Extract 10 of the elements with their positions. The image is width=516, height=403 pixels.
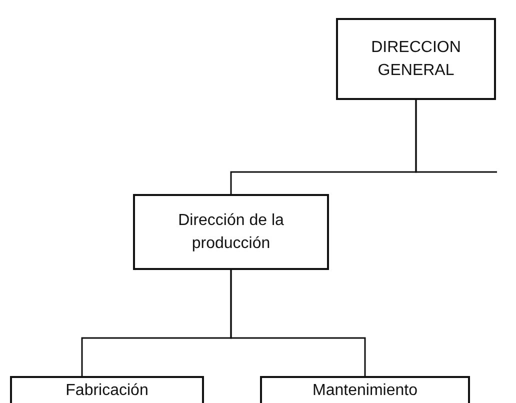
org-box	[336, 18, 496, 100]
org-box	[133, 194, 329, 270]
box-label: DIRECCION GENERAL	[370, 38, 462, 81]
box-label: Fabricación	[66, 381, 148, 400]
box-label: Dirección de la producción	[177, 210, 285, 254]
connector-line	[230, 270, 366, 376]
org-box	[260, 376, 470, 403]
org-box	[10, 376, 204, 403]
connector-line	[415, 100, 497, 173]
box-label: Mantenimiento	[312, 381, 418, 400]
